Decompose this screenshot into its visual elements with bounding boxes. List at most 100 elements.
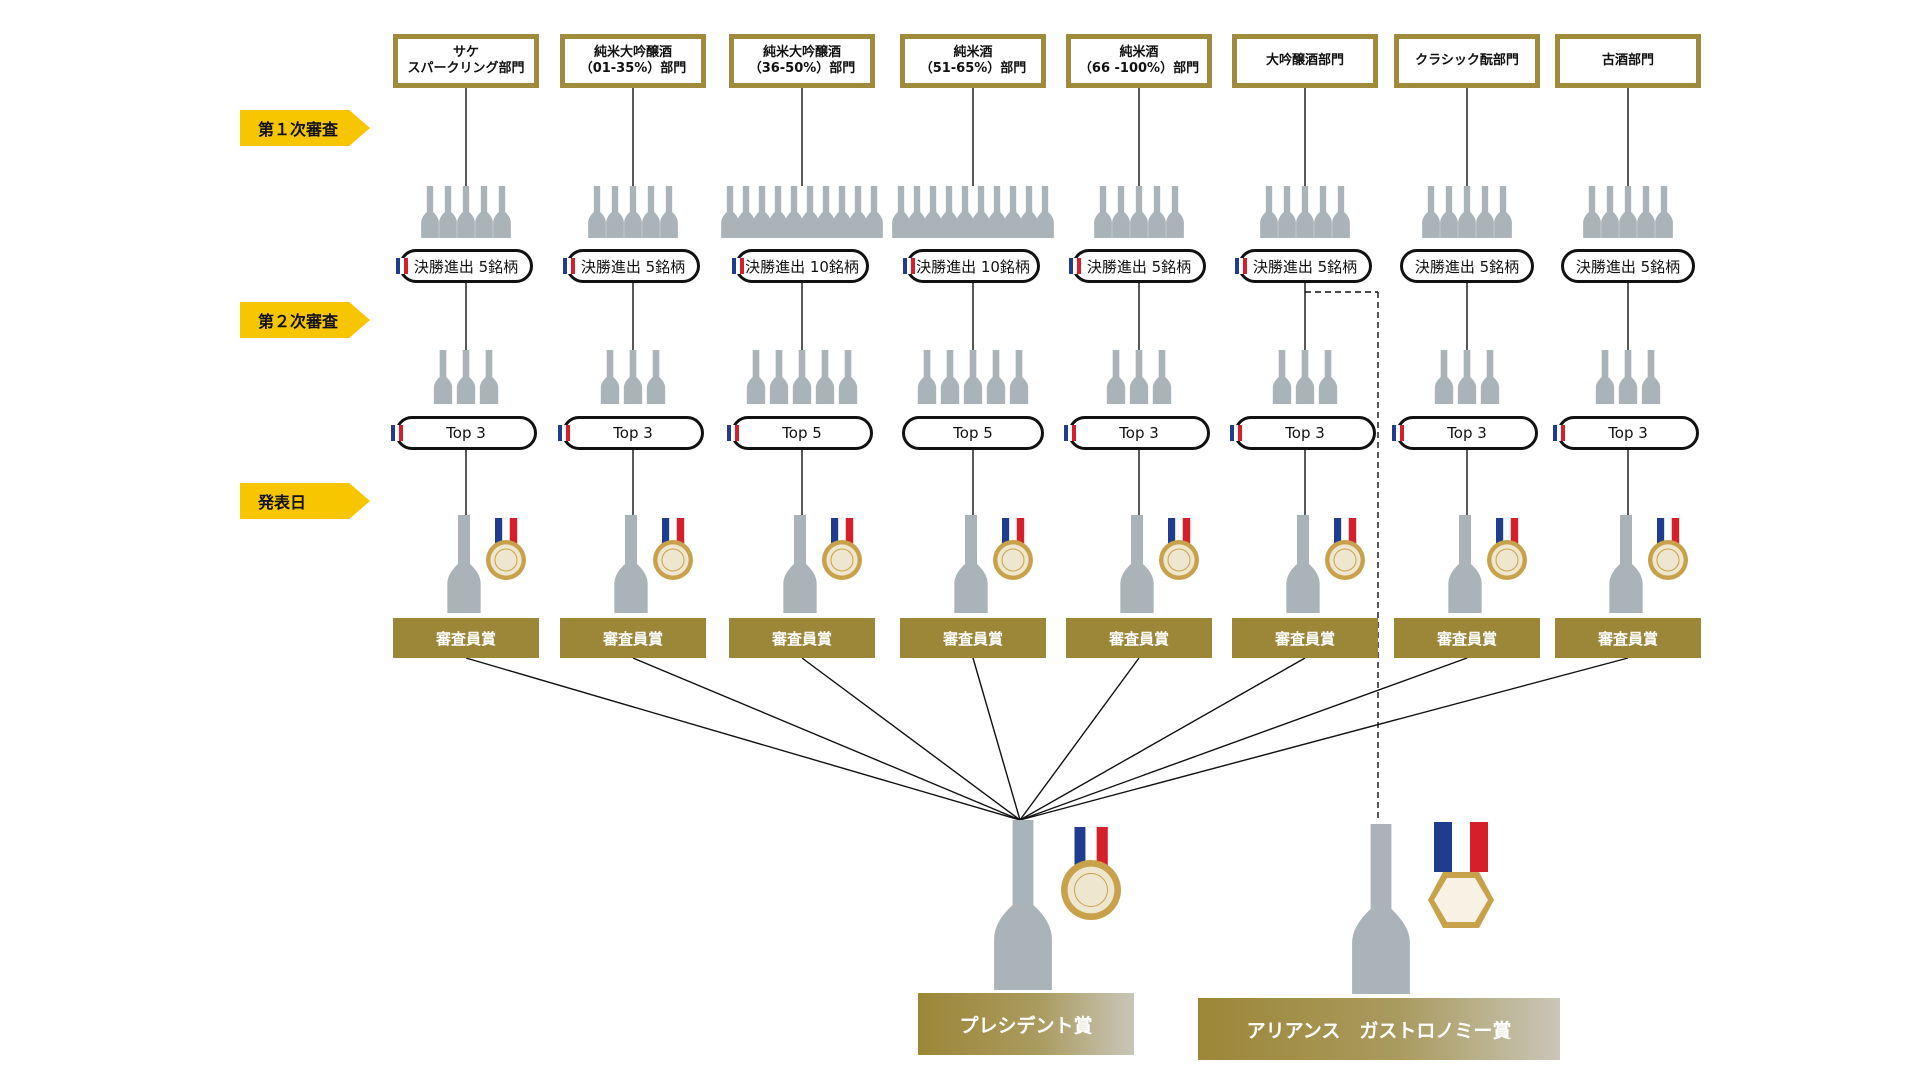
alliance-bottle-icon xyxy=(1352,824,1410,994)
winner-bottle-icon xyxy=(954,515,988,613)
top-badge: Top 3 xyxy=(1068,416,1210,450)
finalist-bottle-icon xyxy=(1106,350,1126,404)
category-title-line1: クラシック酛部門 xyxy=(1415,53,1519,68)
finalist-bottle-icon xyxy=(479,350,499,404)
entry-bottle-icon xyxy=(1458,186,1476,238)
top-badge: Top 3 xyxy=(1234,416,1376,450)
entry-bottle-icon xyxy=(892,186,910,238)
french-flag-icon xyxy=(1235,258,1247,274)
category-title-line2: スパークリング部門 xyxy=(407,61,525,76)
finalist-bottle-icon xyxy=(1009,350,1029,404)
finalist-bottle-icon xyxy=(963,350,983,404)
category-title-line2: （51-65%）部門 xyxy=(919,61,1027,76)
stage-first-review: 第１次審査 xyxy=(240,110,370,146)
finalist-bottle-icon xyxy=(623,350,643,404)
french-flag-icon xyxy=(1230,425,1242,441)
finalist-badge: 決勝進出 10銘柄 xyxy=(735,249,869,283)
category-title-line1: 純米大吟醸酒 xyxy=(762,45,841,60)
top-badge: Top 3 xyxy=(395,416,537,450)
finalist-bottle-icon xyxy=(838,350,858,404)
entry-bottle-icon xyxy=(1583,186,1601,238)
finalist-bottle-icon xyxy=(456,350,476,404)
category-box-1: サケスパークリング部門 xyxy=(393,34,539,88)
judges-award-label: 審査員賞 xyxy=(1394,618,1540,658)
entry-bottle-icon xyxy=(439,186,457,238)
french-flag-icon xyxy=(396,258,408,274)
french-flag-icon xyxy=(732,258,744,274)
finalist-bottle-icon xyxy=(1129,350,1149,404)
president-bottle-icon xyxy=(994,820,1052,990)
finalist-bottle-icon xyxy=(986,350,1006,404)
category-title-line1: 古酒部門 xyxy=(1601,53,1654,68)
winner-bottle-icon xyxy=(1286,515,1320,613)
french-flag-icon xyxy=(903,258,915,274)
top-badge: Top 3 xyxy=(1557,416,1699,450)
french-flag-icon xyxy=(558,425,570,441)
category-title-line1: 純米大吟醸酒 xyxy=(593,45,672,60)
entry-bottle-icon xyxy=(721,186,739,238)
entry-bottle-icon xyxy=(475,186,493,238)
finalist-bottle-icon xyxy=(1272,350,1292,404)
judges-award-label: 審査員賞 xyxy=(393,618,539,658)
judges-award-label: 審査員賞 xyxy=(729,618,875,658)
entry-bottle-icon xyxy=(801,186,819,238)
medal-icon xyxy=(653,517,693,580)
category-box-8: 古酒部門 xyxy=(1555,34,1701,88)
entry-bottle-icon xyxy=(1278,186,1296,238)
entry-bottle-icon xyxy=(660,186,678,238)
entry-bottle-icon xyxy=(1440,186,1458,238)
president-medal-icon xyxy=(1061,826,1121,920)
finalist-bottle-icon xyxy=(769,350,789,404)
category-title-line1: 純米酒 xyxy=(953,45,993,60)
entry-bottle-icon xyxy=(1422,186,1440,238)
entry-bottle-icon xyxy=(1112,186,1130,238)
finalist-bottle-icon xyxy=(1618,350,1638,404)
french-flag-icon xyxy=(391,425,403,441)
judges-award-label: 審査員賞 xyxy=(1555,618,1701,658)
entry-bottle-icon xyxy=(642,186,660,238)
entry-bottle-icon xyxy=(1004,186,1022,238)
entry-bottle-icon xyxy=(1296,186,1314,238)
entry-bottle-icon xyxy=(1020,186,1038,238)
category-title-line1: サケ xyxy=(452,45,479,60)
entry-bottle-icon xyxy=(972,186,990,238)
entry-bottle-icon xyxy=(1619,186,1637,238)
entry-bottle-icon xyxy=(1637,186,1655,238)
finalist-bottle-icon xyxy=(815,350,835,404)
top-badge: Top 3 xyxy=(562,416,704,450)
judges-award-label: 審査員賞 xyxy=(560,618,706,658)
winner-bottle-icon xyxy=(1448,515,1482,613)
entry-bottle-icon xyxy=(940,186,958,238)
entry-bottle-icon xyxy=(493,186,511,238)
entry-bottle-icon xyxy=(606,186,624,238)
entry-bottle-icon xyxy=(1166,186,1184,238)
medal-icon xyxy=(1487,517,1527,580)
category-box-7: クラシック酛部門 xyxy=(1394,34,1540,88)
president-award-label: プレシデント賞 xyxy=(918,993,1134,1055)
entry-bottle-icon xyxy=(865,186,883,238)
entry-bottle-icon xyxy=(817,186,835,238)
medal-icon xyxy=(1648,517,1688,580)
winner-bottle-icon xyxy=(783,515,817,613)
alliance-medal-icon xyxy=(1428,822,1494,928)
entry-bottle-icon xyxy=(769,186,787,238)
finalist-bottle-icon xyxy=(1457,350,1477,404)
french-flag-icon xyxy=(1392,425,1404,441)
finalist-badge: 決勝進出 5銘柄 xyxy=(1400,249,1534,283)
entry-bottle-icon xyxy=(908,186,926,238)
finalist-badge: 決勝進出 5銘柄 xyxy=(1238,249,1372,283)
finalist-bottle-icon xyxy=(1641,350,1661,404)
entry-bottle-icon xyxy=(737,186,755,238)
medal-icon xyxy=(1159,517,1199,580)
judges-award-label: 審査員賞 xyxy=(1232,618,1378,658)
alliance-gastronomy-award-label: アリアンス ガストロノミー賞 xyxy=(1198,998,1560,1060)
entry-bottle-icon xyxy=(1332,186,1350,238)
winner-bottle-icon xyxy=(1609,515,1643,613)
medal-icon xyxy=(822,517,862,580)
finalist-bottle-icon xyxy=(792,350,812,404)
entry-bottle-icon xyxy=(1130,186,1148,238)
finalist-bottle-icon xyxy=(1480,350,1500,404)
finalist-bottle-icon xyxy=(1434,350,1454,404)
category-box-3: 純米大吟醸酒（36-50%）部門 xyxy=(729,34,875,88)
